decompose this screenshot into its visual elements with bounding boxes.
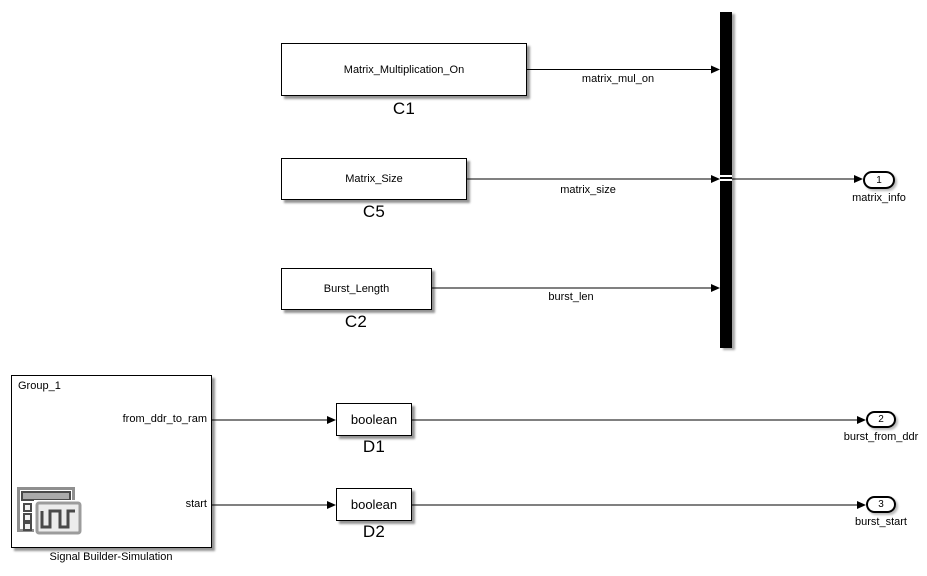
arrowhead-icon <box>854 175 863 183</box>
arrowhead-icon <box>327 501 336 509</box>
arrowhead-icon <box>327 416 336 424</box>
outport-3[interactable]: 3 <box>866 496 896 513</box>
signal-builder-output-from-ddr-to-ram: from_ddr_to_ram <box>122 413 207 425</box>
outport-2-label[interactable]: burst_from_ddr <box>843 431 919 443</box>
wire-mux-to-outport1[interactable] <box>732 175 863 183</box>
wire-matrix-size[interactable] <box>467 175 720 183</box>
arrowhead-icon <box>857 416 866 424</box>
arrowhead-icon <box>711 284 720 292</box>
signal-builder-block-label[interactable]: Signal Builder-Simulation <box>49 551 173 563</box>
arrowhead-icon <box>857 501 866 509</box>
constant-block-c1[interactable]: Matrix_Multiplication_On <box>281 43 527 96</box>
block-name-c5[interactable]: C5 <box>362 202 386 221</box>
block-name-d1[interactable]: D1 <box>362 437 386 456</box>
block-name-c1[interactable]: C1 <box>392 99 416 118</box>
convert-block-d1-text: boolean <box>350 412 398 427</box>
outport-2-number: 2 <box>878 414 884 425</box>
convert-block-d2[interactable]: boolean <box>336 488 412 521</box>
outport-3-number: 3 <box>878 499 884 510</box>
signal-label-matrix-mul-on[interactable]: matrix_mul_on <box>581 73 655 85</box>
mux-stripe <box>720 179 732 181</box>
outport-1[interactable]: 1 <box>863 171 895 189</box>
outport-1-number: 1 <box>876 174 882 186</box>
mux-stripe <box>720 175 732 177</box>
mux-block[interactable] <box>720 12 732 348</box>
signal-label-matrix-size[interactable]: matrix_size <box>560 184 616 196</box>
signal-label-burst-len[interactable]: burst_len <box>548 291 594 303</box>
wire-sb-to-d2[interactable] <box>212 501 336 509</box>
signal-builder-output-start: start <box>185 498 207 510</box>
outport-2[interactable]: 2 <box>866 411 896 428</box>
wire-d2-to-outport3[interactable] <box>412 501 866 509</box>
constant-block-c5[interactable]: Matrix_Size <box>281 158 467 200</box>
block-name-d2[interactable]: D2 <box>362 522 386 541</box>
arrowhead-icon <box>711 175 720 183</box>
signal-builder-group-label: Group_1 <box>18 380 61 392</box>
constant-block-c2[interactable]: Burst_Length <box>281 268 432 310</box>
signal-builder-icon <box>17 487 83 535</box>
constant-block-c2-text: Burst_Length <box>323 283 390 295</box>
wire-burst-len[interactable] <box>432 284 720 292</box>
outport-1-label[interactable]: matrix_info <box>852 192 906 204</box>
constant-block-c5-text: Matrix_Size <box>345 173 403 185</box>
wire-matrix-mul-on[interactable] <box>527 65 720 74</box>
convert-block-d1[interactable]: boolean <box>336 403 412 436</box>
convert-block-d2-text: boolean <box>350 497 398 512</box>
outport-3-label[interactable]: burst_start <box>855 516 907 528</box>
block-name-c2[interactable]: C2 <box>344 312 368 331</box>
constant-block-c1-text: Matrix_Multiplication_On <box>343 63 465 76</box>
arrowhead-icon <box>711 65 720 74</box>
signal-builder-block[interactable]: Group_1 from_ddr_to_ram start <box>11 375 212 548</box>
wire-sb-to-d1[interactable] <box>212 416 336 424</box>
wire-d1-to-outport2[interactable] <box>412 416 866 424</box>
